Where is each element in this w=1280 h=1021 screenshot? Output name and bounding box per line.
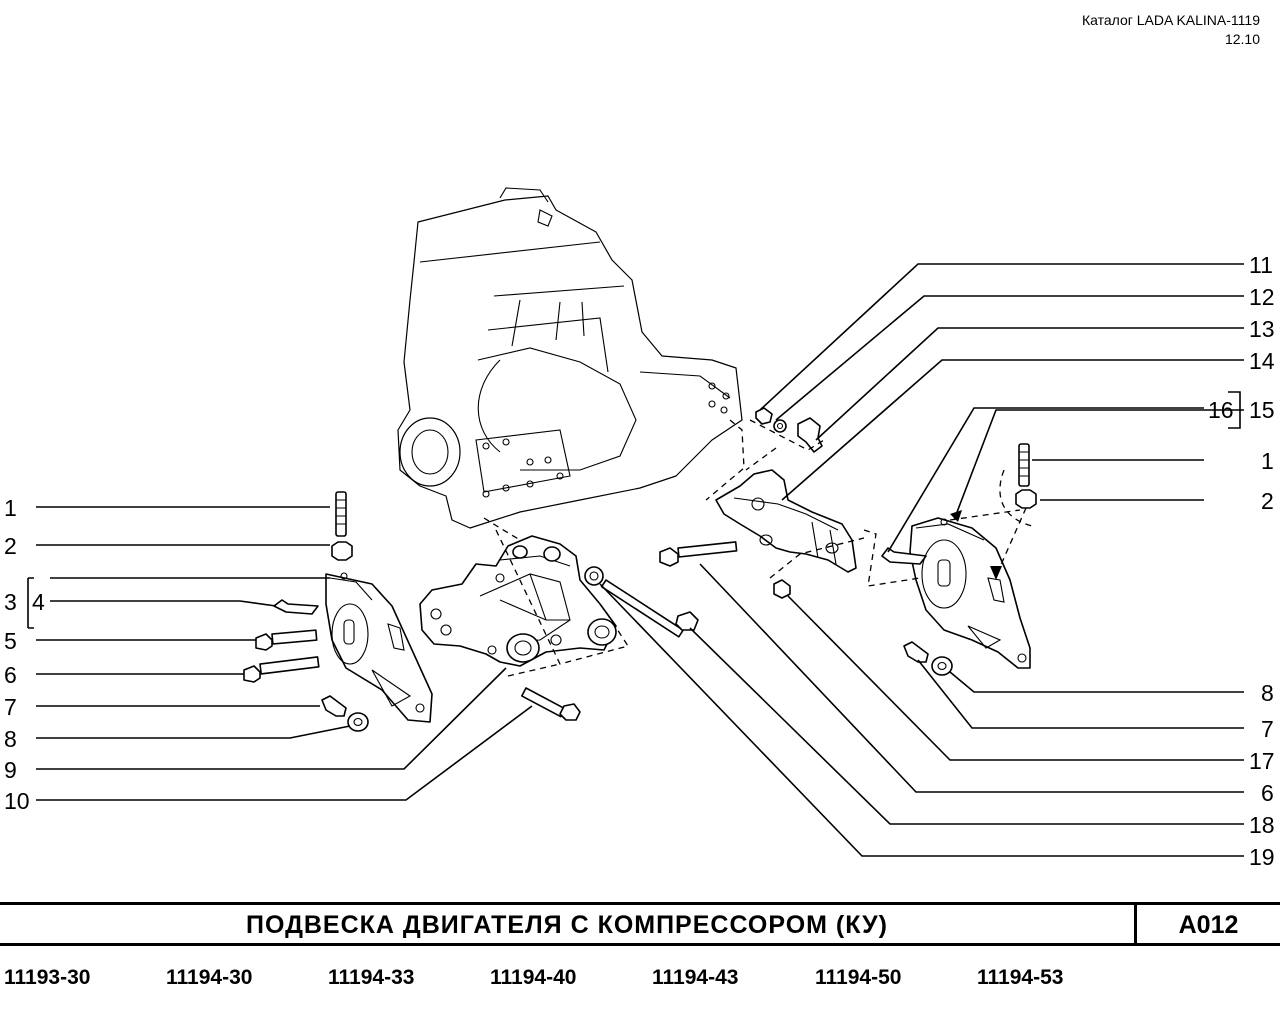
model-code: 11194-40: [490, 966, 577, 989]
callout-2-right: 2: [1261, 488, 1274, 514]
page-title: ПОДВЕСКА ДВИГАТЕЛЯ С КОМПРЕССОРОМ (КУ): [245, 911, 888, 939]
catalog-revision: 12.10: [1224, 31, 1260, 47]
washer-12: [773, 419, 787, 433]
washer-19: [584, 566, 604, 586]
callouts-left: 1 2 3 4 5 6 7 8 9 10: [4, 495, 45, 814]
callout-13: 13: [1249, 316, 1275, 342]
callout-19: 19: [1249, 844, 1275, 870]
callout-16: 16: [1208, 397, 1234, 423]
bolt-10: [520, 687, 581, 721]
arrow-head-right: [990, 566, 1002, 580]
model-code: 11194-50: [815, 966, 902, 989]
callout-1-left: 1: [4, 495, 17, 521]
callouts-right: 11 12 13 14 16 15 1 2 8 7 17 6 18 19: [1208, 252, 1275, 870]
callout-4: 4: [32, 589, 45, 615]
bolt-5-left: [255, 629, 318, 651]
assembly-dashed-lines: [483, 419, 1033, 677]
callout-9: 9: [4, 757, 17, 783]
nut-right: [1015, 489, 1037, 509]
nut-17: [773, 579, 791, 599]
stud-right: [1018, 443, 1030, 487]
catalog-title: Каталог LADA KALINA-1119: [1081, 12, 1260, 28]
callout-11: 11: [1249, 252, 1273, 278]
callout-15: 15: [1249, 397, 1275, 423]
title-bar: ПОДВЕСКА ДВИГАТЕЛЯ С КОМПРЕССОРОМ (КУ) A…: [0, 902, 1280, 946]
callout-2-left: 2: [4, 533, 17, 559]
bolt-11: [755, 407, 773, 425]
compressor-bracket: [419, 535, 617, 667]
callout-6-left: 6: [4, 662, 17, 688]
leader-lines: [27, 263, 1244, 857]
model-code: 11194-43: [652, 966, 739, 989]
washer-8-left: [347, 712, 369, 732]
callout-8-left: 8: [4, 726, 17, 752]
model-list: 11193-30 11194-30 11194-33 11194-40 1119…: [0, 966, 1280, 996]
callout-8-right: 8: [1261, 680, 1274, 706]
callout-7-right: 7: [1261, 716, 1274, 742]
stud-left: [335, 491, 347, 537]
title-divider: [1134, 905, 1137, 943]
mount-bracket-tab: [273, 599, 319, 615]
engine-mount-diagram: 1 2 3 4 5 6 7 8 9 10 11 12 13 14 16 15 1…: [4, 187, 1275, 870]
nut-left: [331, 541, 353, 561]
washer-8-right: [931, 656, 953, 676]
callout-10: 10: [4, 788, 30, 814]
model-code: 11194-53: [977, 966, 1064, 989]
callout-7-left: 7: [4, 694, 17, 720]
bolt-7-right: [903, 641, 929, 663]
section-code: A012: [1178, 911, 1239, 939]
gearbox-bracket: [715, 469, 857, 573]
callout-1-right: 1: [1261, 448, 1274, 474]
bolt-7-left: [321, 695, 347, 717]
model-code: 11193-30: [4, 966, 91, 989]
model-code: 11194-30: [166, 966, 253, 989]
ground-terminal-13: [797, 417, 823, 453]
bolt-18: [600, 579, 699, 638]
callout-18: 18: [1249, 812, 1275, 838]
left-engine-mount: [325, 572, 433, 723]
callout-3: 3: [4, 589, 17, 615]
callout-12: 12: [1249, 284, 1275, 310]
callout-14: 14: [1249, 348, 1275, 374]
model-code: 11194-33: [328, 966, 415, 989]
right-engine-mount: [909, 517, 1031, 669]
callout-17: 17: [1249, 748, 1275, 774]
engine-gearbox-outline: [397, 187, 743, 529]
callout-6-right: 6: [1261, 780, 1274, 806]
bolt-6-right: [659, 541, 738, 567]
bolt-6-left: [243, 656, 320, 683]
mount-bracket-tab-right: [881, 547, 927, 565]
callout-5: 5: [4, 628, 17, 654]
